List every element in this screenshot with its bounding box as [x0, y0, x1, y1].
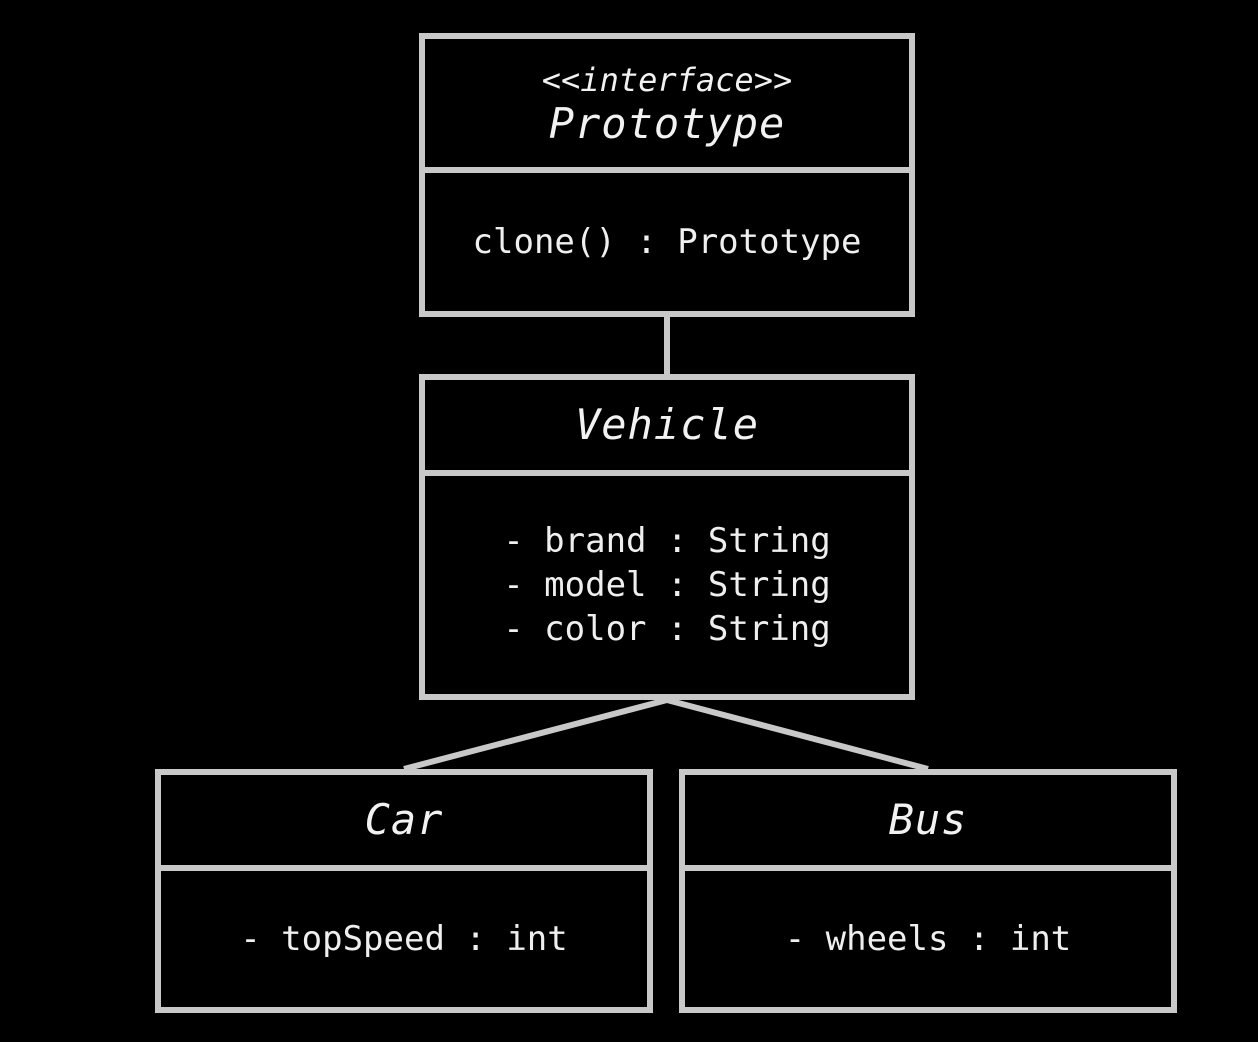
car-name: Car — [364, 795, 444, 844]
bus-attribute-wheels: - wheels : int — [784, 919, 1072, 959]
vehicle-attribute-brand: - brand : String — [503, 521, 831, 561]
bus-class-box[interactable]: Bus - wheels : int — [679, 769, 1177, 1013]
vehicle-header: Vehicle — [425, 380, 909, 476]
vehicle-attribute-model: - model : String — [503, 565, 831, 605]
bus-name: Bus — [888, 795, 968, 844]
prototype-name: Prototype — [548, 99, 786, 148]
prototype-method-clone: clone() : Prototype — [472, 222, 862, 262]
vehicle-attributes: - brand : String - model : String - colo… — [425, 476, 909, 694]
prototype-interface-box[interactable]: <<interface>> Prototype clone() : Protot… — [419, 33, 915, 317]
vehicle-attribute-color: - color : String — [503, 609, 831, 649]
car-attribute-topspeed: - topSpeed : int — [240, 919, 568, 959]
prototype-stereotype: <<interface>> — [541, 61, 793, 99]
car-attributes: - topSpeed : int — [161, 871, 647, 1007]
prototype-methods: clone() : Prototype — [425, 173, 909, 311]
car-class-box[interactable]: Car - topSpeed : int — [155, 769, 653, 1013]
bus-header: Bus — [685, 775, 1171, 871]
prototype-header: <<interface>> Prototype — [425, 39, 909, 173]
vehicle-class-box[interactable]: Vehicle - brand : String - model : Strin… — [419, 374, 915, 700]
vehicle-name: Vehicle — [574, 400, 759, 449]
vehicle-bus-connector — [666, 697, 929, 772]
vehicle-car-connector — [403, 697, 668, 772]
bus-attributes: - wheels : int — [685, 871, 1171, 1007]
car-header: Car — [161, 775, 647, 871]
